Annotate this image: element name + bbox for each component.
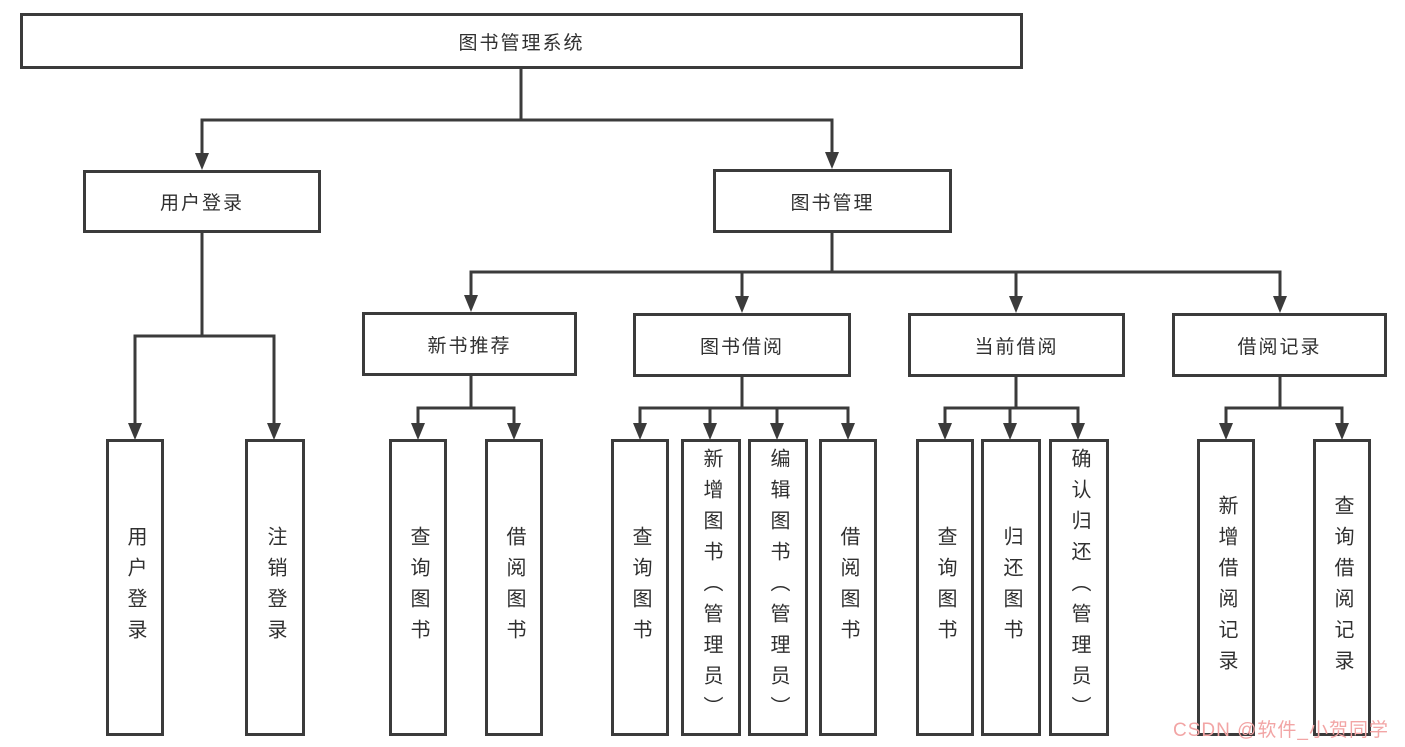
arrow-leaf-3 <box>411 423 425 440</box>
leaf-query-books-recommend: 查询图书 <box>389 439 447 736</box>
connector-borrow-records-group <box>1224 375 1344 428</box>
connector-current-borrow-group <box>943 375 1080 428</box>
leaf-return-book: 归还图书 <box>981 439 1041 736</box>
arrow-to-current-borrow <box>1009 296 1023 313</box>
arrow-leaf-1 <box>128 423 142 440</box>
connector-level3-rail <box>469 231 1282 300</box>
connector-book-borrow-group <box>638 375 850 428</box>
leaf-query-books-borrow: 查询图书 <box>611 439 669 736</box>
leaf-confirm-return-admin: 确认归还（管理员） <box>1049 439 1109 736</box>
arrow-to-book-borrow <box>735 296 749 313</box>
branch-book-management: 图书管理 <box>713 169 952 233</box>
group-new-book-recommend: 新书推荐 <box>362 312 577 376</box>
leaf-query-borrow-record: 查询借阅记录 <box>1313 439 1371 736</box>
leaf-add-book-admin: 新增图书（管理员） <box>681 439 741 736</box>
leaf-user-login: 用户登录 <box>106 439 164 736</box>
arrow-to-new-book <box>464 295 478 312</box>
arrow-to-borrow-records <box>1273 296 1287 313</box>
arrow-leaf-13 <box>1335 423 1349 440</box>
leaf-query-books-current: 查询图书 <box>916 439 974 736</box>
group-current-borrow: 当前借阅 <box>908 313 1125 377</box>
arrow-leaf-6 <box>703 423 717 440</box>
arrow-leaf-9 <box>938 423 952 440</box>
connector-new-book-group <box>416 374 516 428</box>
leaf-edit-book-admin: 编辑图书（管理员） <box>748 439 808 736</box>
group-book-borrow: 图书借阅 <box>633 313 851 377</box>
arrow-leaf-7 <box>770 423 784 440</box>
arrow-leaf-8 <box>841 423 855 440</box>
arrowheads <box>128 152 1349 440</box>
leaf-borrow-books: 借阅图书 <box>819 439 877 736</box>
leaf-add-borrow-record: 新增借阅记录 <box>1197 439 1255 736</box>
branch-user-login: 用户登录 <box>83 170 321 233</box>
arrow-to-user-login <box>195 153 209 170</box>
root-node: 图书管理系统 <box>20 13 1023 69</box>
connector-level2-rail <box>200 118 834 158</box>
leaf-borrow-books-recommend: 借阅图书 <box>485 439 543 736</box>
csdn-watermark: CSDN @软件_小贺同学 <box>1173 720 1389 741</box>
arrow-leaf-11 <box>1071 423 1085 440</box>
leaf-logout: 注销登录 <box>245 439 305 736</box>
arrow-leaf-12 <box>1219 423 1233 440</box>
arrow-leaf-4 <box>507 423 521 440</box>
connector-user-login-group <box>133 231 276 428</box>
arrow-leaf-10 <box>1003 423 1017 440</box>
group-borrow-records: 借阅记录 <box>1172 313 1387 377</box>
arrow-leaf-2 <box>267 423 281 440</box>
arrow-to-book-management <box>825 152 839 169</box>
arrow-leaf-5 <box>633 423 647 440</box>
